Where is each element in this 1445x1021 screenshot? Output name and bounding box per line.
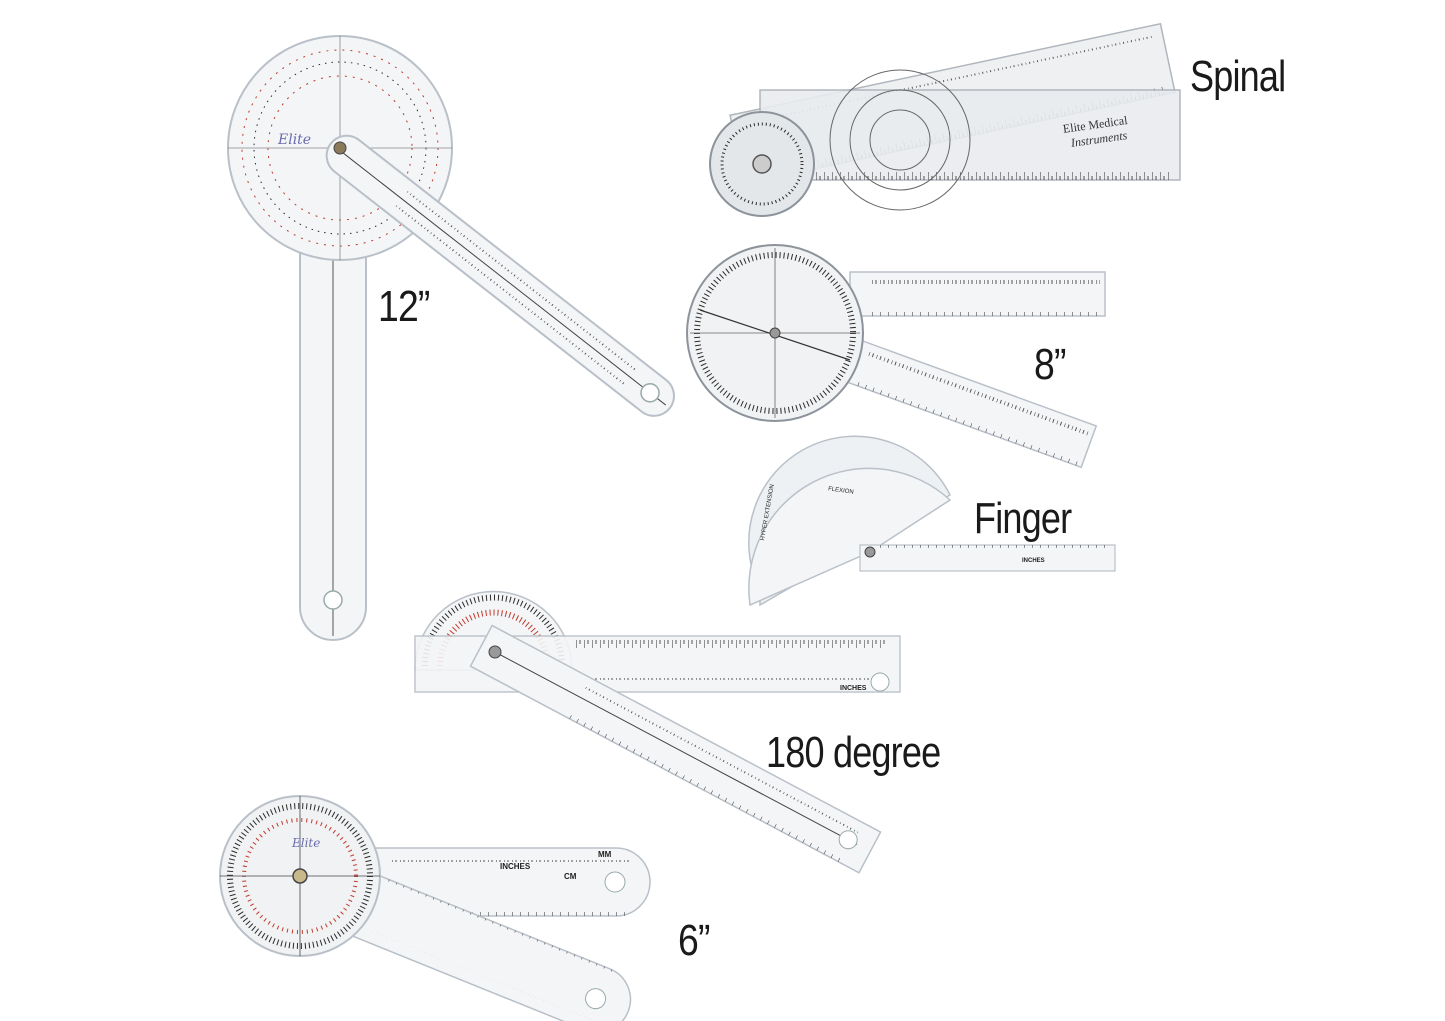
logo-text-12: Elite [278, 132, 312, 148]
label-finger: Finger [974, 494, 1072, 543]
inches-mark-180: INCHES [840, 685, 867, 692]
label-6-inch: 6” [678, 916, 710, 965]
goniometer-12-inch [227, 35, 675, 641]
goniometer-finger [748, 435, 1116, 607]
inches-mark-finger: INCHES [1022, 558, 1045, 564]
goniometer-180-degree [414, 590, 901, 874]
label-180-degree: 180 degree [766, 728, 941, 777]
label-8-inch: 8” [1034, 340, 1066, 389]
goniometer-8-inch [686, 244, 1106, 469]
inches-mark-6: INCHES [500, 862, 531, 871]
logo-text-6: Elite [292, 836, 321, 850]
cm-mark-6: CM [564, 872, 577, 881]
label-12-inch: 12” [378, 282, 430, 331]
goniometer-6-inch [219, 795, 651, 1021]
label-spinal: Spinal [1190, 52, 1286, 101]
mm-mark-6: MM [598, 850, 612, 859]
goniometer-spinal [709, 22, 1181, 217]
